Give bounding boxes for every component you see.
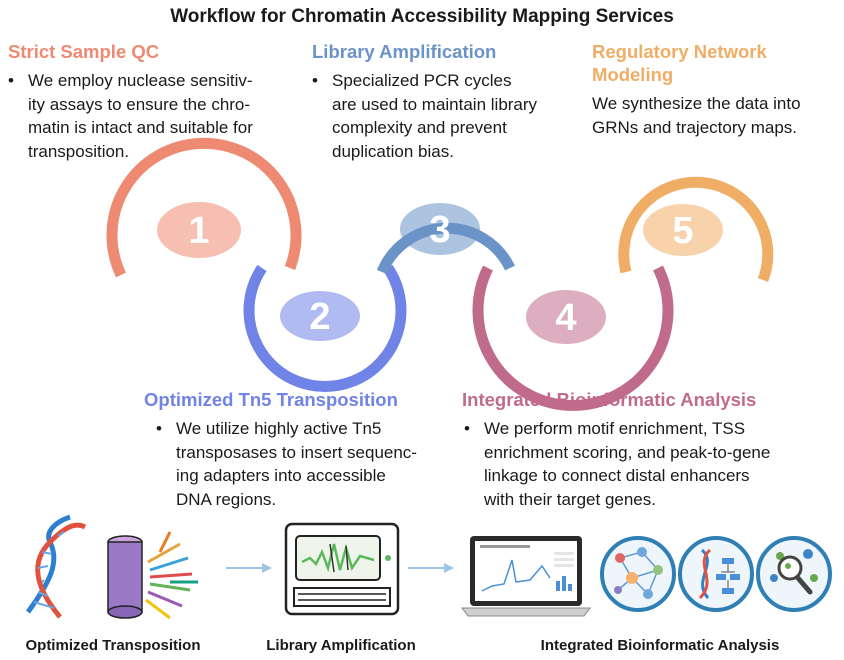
light-blue-arrow-icon <box>408 563 454 573</box>
step-1-body: We employ nuclease sensitiv-ity assays t… <box>28 71 253 161</box>
step-1-number: 1 <box>188 210 209 252</box>
dna-helix-with-tube-icon <box>25 514 198 620</box>
bullet-dot: • <box>464 419 470 438</box>
step-5-title: Regulatory Network Modeling <box>592 40 842 86</box>
bullet-dot: • <box>8 71 14 90</box>
step-3-text: Library Amplification • Specialized PCR … <box>312 40 582 163</box>
step-2-text: Optimized Tn5 Transposition • We utilize… <box>144 388 454 511</box>
light-blue-arrow-icon <box>226 563 272 573</box>
step-5-title-line-1: Regulatory Network <box>592 41 767 62</box>
bullet-dot: • <box>156 419 162 438</box>
label-optimized-transposition: Optimized Transposition <box>25 637 201 654</box>
step-5-number: 5 <box>672 210 693 252</box>
dna-tree-icon <box>678 536 754 612</box>
wave-segment-5 <box>618 176 774 282</box>
label-integrated-bioinformatic-analysis: Integrated Bioinformatic Analysis <box>540 637 780 654</box>
step-2-badge <box>280 291 360 341</box>
step-1-text: Strict Sample QC • We employ nuclease se… <box>8 40 308 163</box>
step-3-title: Library Amplification <box>312 41 497 62</box>
magnifier-cells-icon <box>756 536 832 612</box>
step-4-badge <box>526 290 606 344</box>
step-2-number: 2 <box>309 296 330 338</box>
wave-segment-1 <box>106 137 302 278</box>
page-title: Workflow for Chromatin Accessibility Map… <box>170 6 674 27</box>
step-3-number: 3 <box>429 209 450 251</box>
laptop-chart-icon <box>461 536 591 617</box>
network-graph-icon <box>600 536 676 612</box>
step-1-title: Strict Sample QC <box>8 41 160 62</box>
wave-segment-2 <box>243 264 407 393</box>
step-5-text: Regulatory Network Modeling We synthesiz… <box>592 40 842 139</box>
step-5-title-line-2: Modeling <box>592 64 674 85</box>
label-library-amplification: Library Amplification <box>266 637 416 654</box>
bullet-dot: • <box>312 71 318 90</box>
step-1-badge <box>157 202 241 258</box>
wave-segment-4 <box>472 265 674 411</box>
step-2-title: Optimized Tn5 Transposition <box>144 389 398 410</box>
step-number-badges: 1 2 3 4 5 <box>157 202 723 344</box>
step-5-badge <box>643 204 723 256</box>
step-3-badge <box>400 203 480 255</box>
step-1-bullet: • We employ nuclease sensitiv-ity assays… <box>8 69 308 163</box>
step-4-number: 4 <box>555 297 576 339</box>
pcr-machine-icon <box>284 522 400 616</box>
